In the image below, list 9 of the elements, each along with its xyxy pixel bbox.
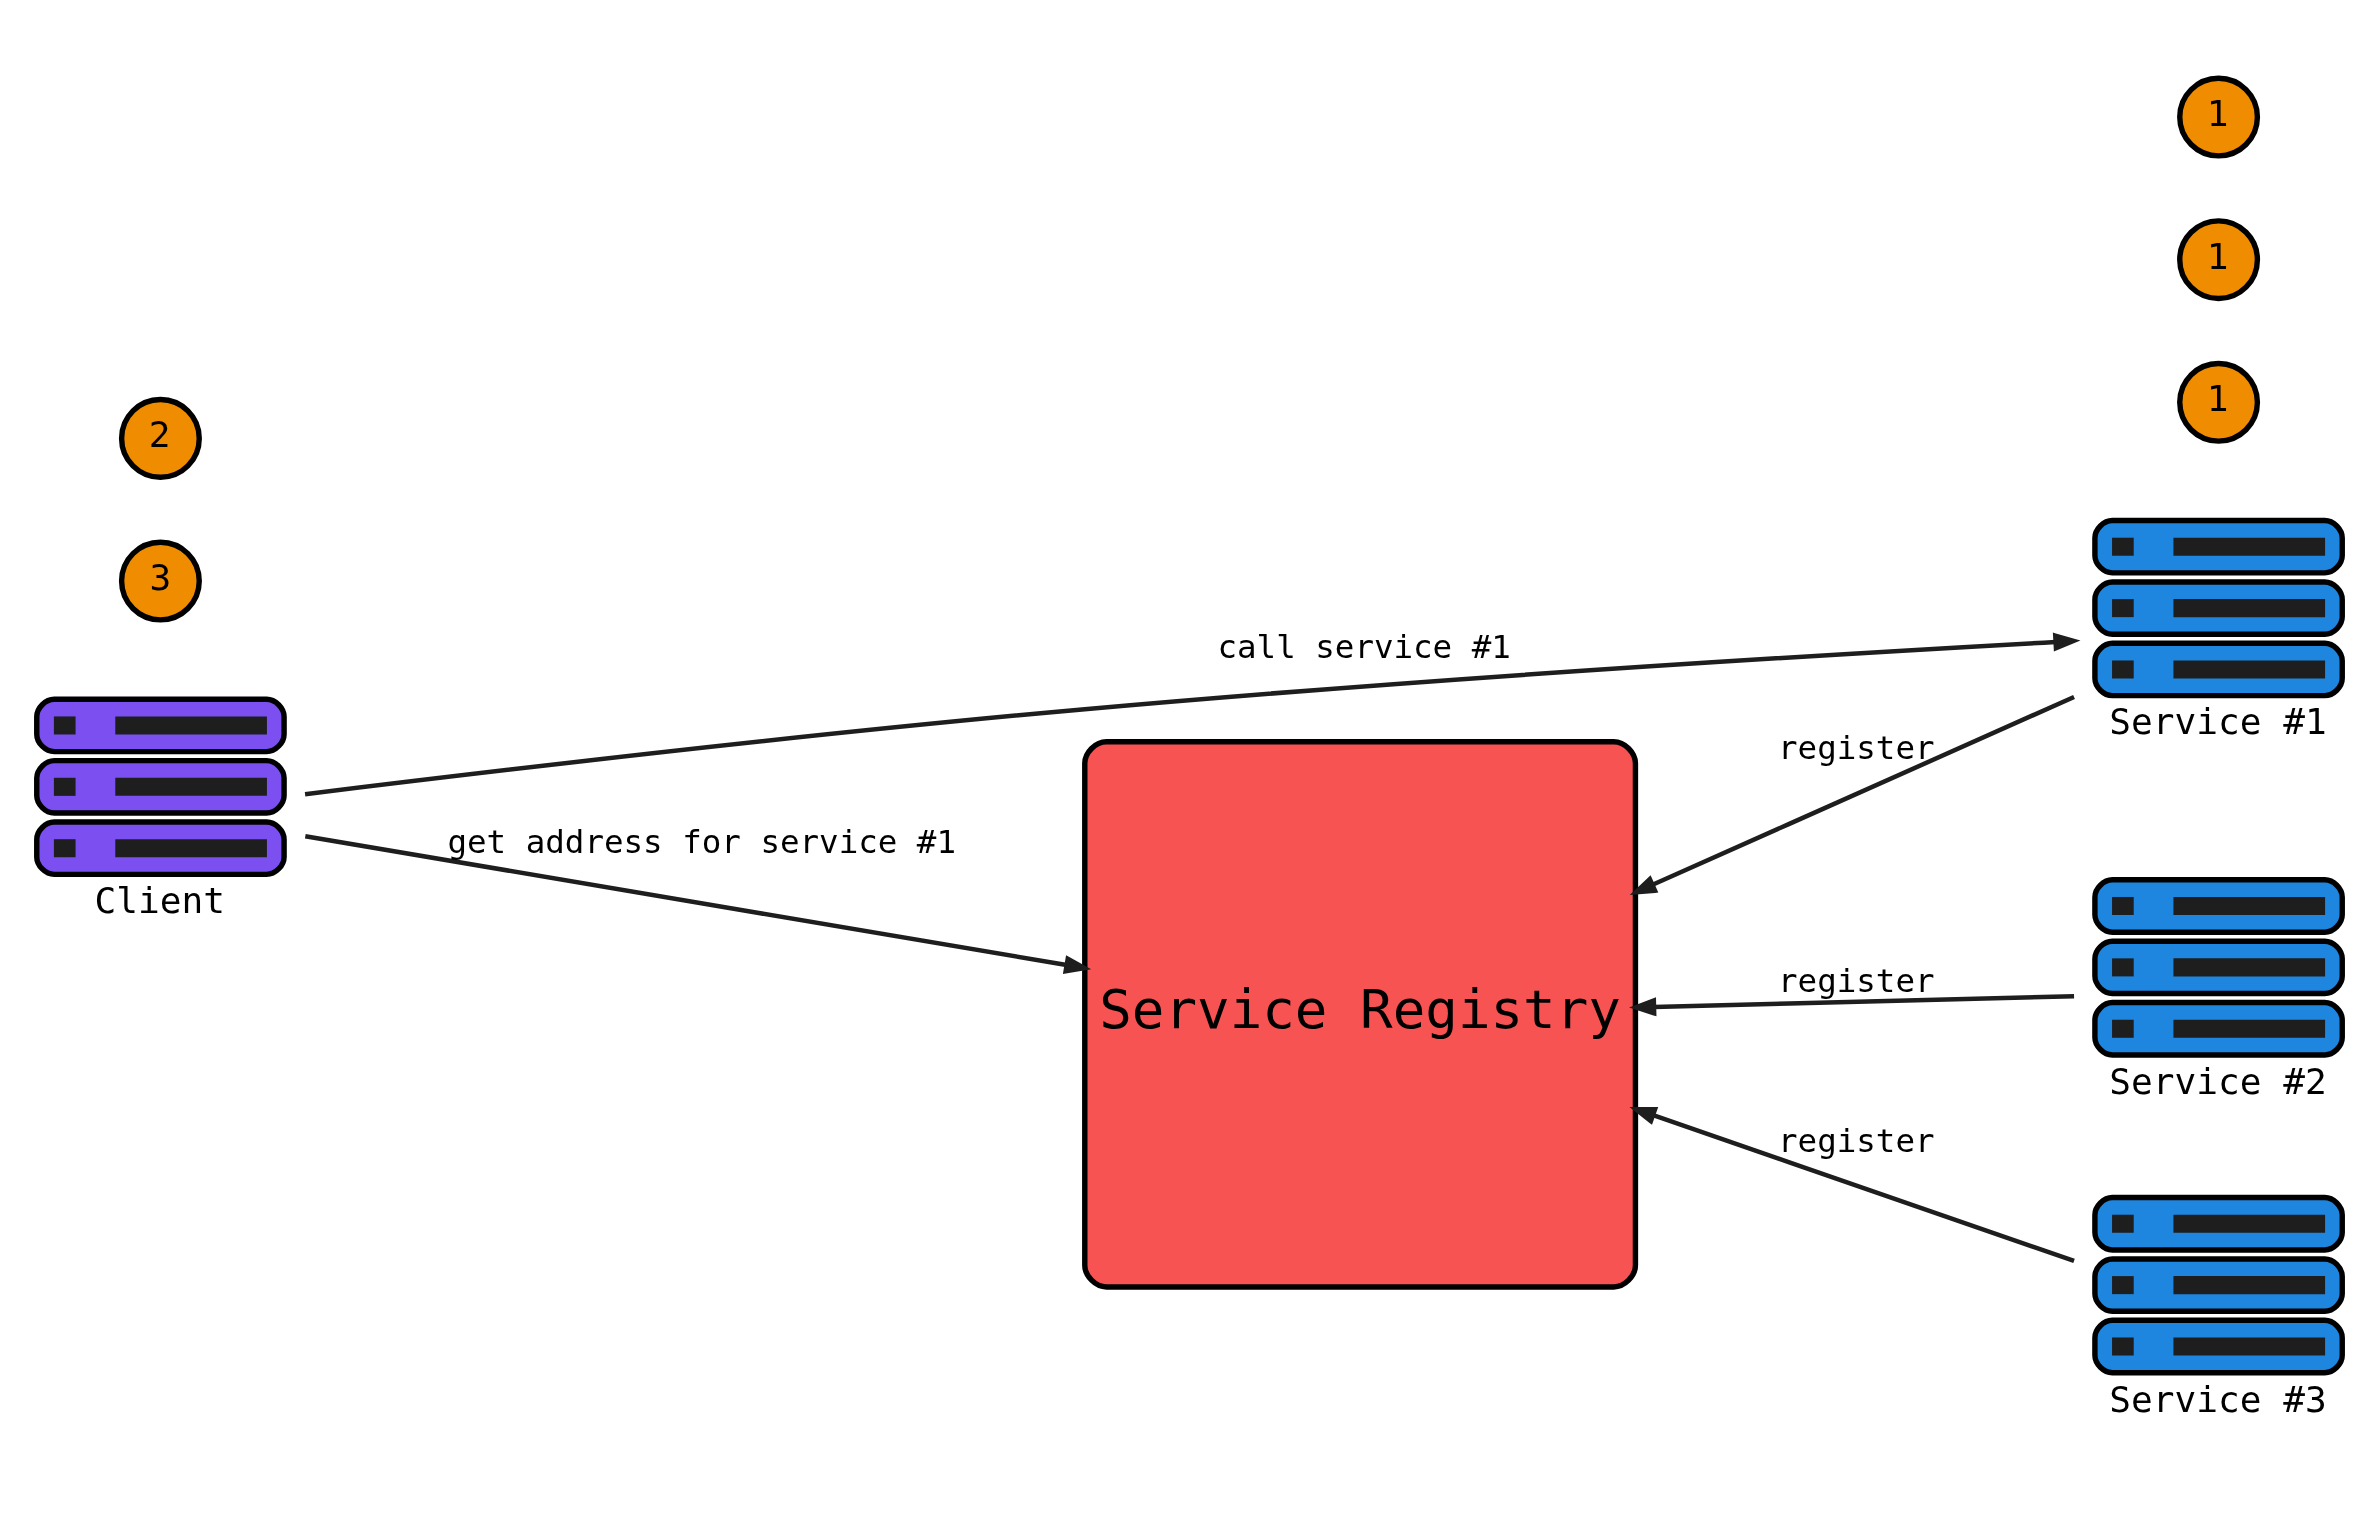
node-label: Client (94, 878, 225, 922)
edge-label: register (1778, 961, 1935, 1000)
node-label: Service #3 (2109, 1377, 2327, 1420)
node-label: Service #2 (2109, 1059, 2327, 1103)
node-label: Service #1 (2109, 699, 2327, 743)
edge-label: register (1778, 1121, 1935, 1160)
edge-label: get address for service #1 (447, 822, 956, 861)
edge-label: call service #1 (1217, 627, 1511, 666)
edge-label: register (1778, 728, 1935, 767)
